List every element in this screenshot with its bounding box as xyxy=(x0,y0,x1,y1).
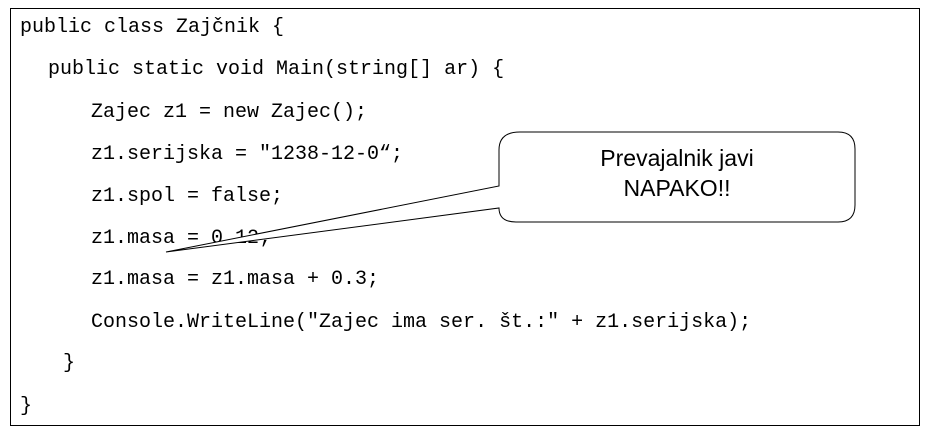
callout-text: Prevajalnik javi NAPAKO!! xyxy=(500,143,854,203)
code-line-method-close-brace: } xyxy=(63,352,76,375)
code-line-masa-assign: z1.masa = 0.12; xyxy=(91,227,272,250)
code-line-masa-add: z1.masa = z1.masa + 0.3; xyxy=(91,268,380,291)
callout-text-line1: Prevajalnik javi xyxy=(600,145,754,171)
code-line-spol: z1.spol = false; xyxy=(91,185,284,208)
code-line-new-zajec: Zajec z1 = new Zajec(); xyxy=(91,101,368,124)
code-line-class-declaration: public class Zajčnik { xyxy=(20,16,285,39)
callout-text-line2: NAPAKO!! xyxy=(623,175,731,201)
code-line-serijska: z1.serijska = "1238-12-0“; xyxy=(91,143,404,166)
code-line-class-close-brace: } xyxy=(20,395,33,418)
code-line-main-method: public static void Main(string[] ar) { xyxy=(48,58,505,81)
code-line-console-writeline: Console.WriteLine("Zajec ima ser. št.:" … xyxy=(91,311,752,334)
